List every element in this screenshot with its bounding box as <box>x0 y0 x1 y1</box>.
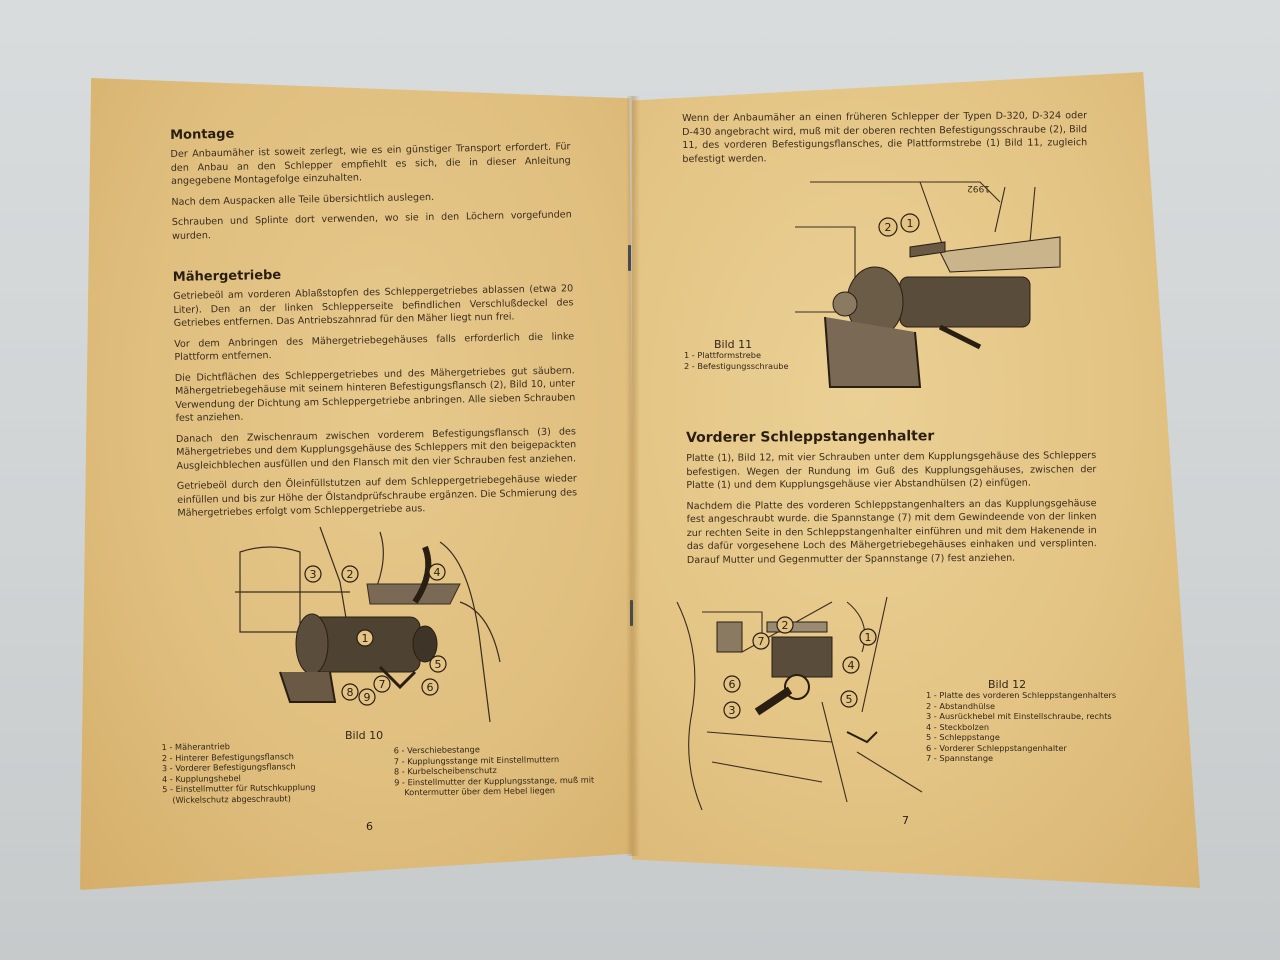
left-page <box>80 78 635 890</box>
right-page <box>632 72 1200 888</box>
svg-text:4: 4 <box>848 659 855 672</box>
figure-bild-11-title: Bild 11 <box>714 338 753 351</box>
paragraph: Nachdem die Platte des vorderen Schlepps… <box>686 497 1097 566</box>
figure-bild-10-legend-col1: 1 - Mäherantrieb 2 - Hinterer Befestigun… <box>161 741 316 805</box>
svg-text:3: 3 <box>729 704 736 717</box>
paragraph: Vor dem Anbringen des Mähergetriebegehäu… <box>174 330 575 363</box>
paragraph: Getriebeöl am vorderen Ablaßstopfen des … <box>173 283 574 329</box>
paragraph: Der Anbaumäher ist soweit zerlegt, wie e… <box>170 141 571 187</box>
staple-top <box>628 245 631 271</box>
svg-text:6: 6 <box>427 681 434 694</box>
left-page-text: Montage Der Anbaumäher ist soweit zerleg… <box>170 120 578 527</box>
svg-text:7: 7 <box>379 678 386 691</box>
right-page-section: Vorderer Schleppstangenhalter Platte (1)… <box>686 427 1097 574</box>
svg-text:5: 5 <box>846 693 853 706</box>
figure-bild-10-illustration: 3 2 4 1 5 6 7 8 9 <box>230 522 510 723</box>
paragraph: Getriebeöl durch den Öleinfüllstutzen au… <box>176 473 578 519</box>
book-gutter <box>626 96 640 856</box>
paragraph: Nach dem Auspacken alle Teile übersichtl… <box>171 191 435 208</box>
paragraph: Wenn der Anbaumäher an einen früheren Sc… <box>682 110 1088 165</box>
staple-bottom <box>630 600 633 626</box>
svg-text:4: 4 <box>434 566 441 579</box>
svg-text:1: 1 <box>362 632 369 645</box>
figure-bild-11-illustration: 1992 2 1 <box>780 172 1110 410</box>
svg-text:2: 2 <box>885 221 892 234</box>
svg-text:1992: 1992 <box>967 183 990 193</box>
figure-bild-11-legend: 1 - Plattformstrebe 2 - Befestigungsschr… <box>684 350 789 371</box>
figure-bild-12-title: Bild 12 <box>988 678 1027 691</box>
figure-bild-10-title: Bild 10 <box>345 729 384 742</box>
svg-text:2: 2 <box>782 619 789 632</box>
svg-text:1: 1 <box>907 217 914 230</box>
paragraph: Die Dichtflächen des Schleppergetriebes … <box>174 364 576 424</box>
svg-text:1: 1 <box>865 631 872 644</box>
svg-text:6: 6 <box>729 678 736 691</box>
svg-text:2: 2 <box>347 568 354 581</box>
svg-text:7: 7 <box>758 635 765 648</box>
svg-text:3: 3 <box>310 568 317 581</box>
figure-bild-12-legend: 1 - Platte des vorderen Schleppstangenha… <box>926 690 1117 763</box>
right-page-intro: Wenn der Anbaumäher an einen früheren Sc… <box>682 109 1087 173</box>
paragraph: Platte (1), Bild 12, mit vier Schrauben … <box>686 450 1097 491</box>
svg-text:8: 8 <box>347 686 354 699</box>
svg-text:9: 9 <box>364 691 371 704</box>
page-number-left: 6 <box>366 820 373 833</box>
svg-text:5: 5 <box>435 658 442 671</box>
paragraph: Danach den Zwischenraum zwischen vordere… <box>175 425 577 472</box>
figure-bild-10-legend-col2: 6 - Verschiebestange 7 - Kupplungsstange… <box>393 744 595 798</box>
paragraph: Schrauben und Splinte dort verwenden, wo… <box>171 209 572 242</box>
figure-bild-12-illustration: 1 2 3 4 5 6 7 <box>672 592 930 811</box>
page-number-right: 7 <box>902 814 909 827</box>
